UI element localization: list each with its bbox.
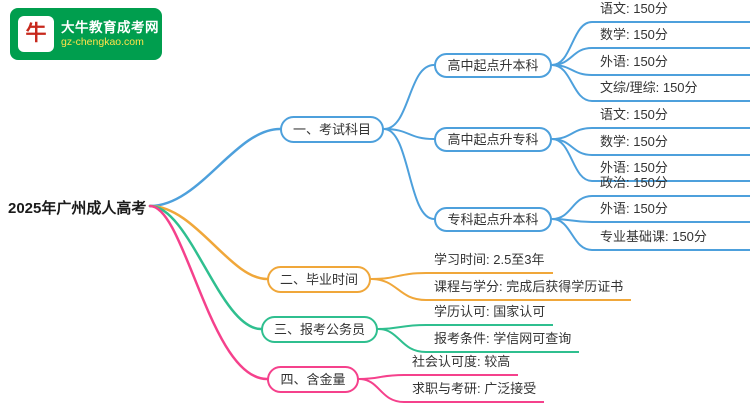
leaf-node: 语文: 150分	[592, 2, 750, 23]
mindmap-root: 2025年广州成人高考	[8, 200, 147, 217]
leaf-node: 外语: 150分	[592, 161, 750, 182]
connector-line	[358, 374, 405, 380]
site-logo-text: 大牛教育成考网 gz-chengkao.com	[61, 20, 159, 49]
leaf-node: 外语: 150分	[592, 202, 750, 223]
branch-node-graduation-time: 二、毕业时间	[267, 266, 371, 293]
leaf-node: 求职与考研: 广泛接受	[404, 382, 545, 403]
leaf-node: 学历认可: 国家认可	[426, 305, 554, 326]
connector-line	[377, 328, 427, 353]
connector-line	[551, 21, 593, 66]
branch-node-value: 四、含金量	[267, 366, 359, 393]
connector-line	[551, 127, 593, 140]
sub-node-college-to-bachelor: 专科起点升本科	[434, 207, 552, 232]
connector-line	[551, 218, 593, 251]
leaf-node: 学习时间: 2.5至3年	[426, 253, 553, 274]
leaf-node: 社会认可度: 较高	[404, 355, 519, 376]
connector-line	[148, 127, 282, 208]
leaf-node: 专业基础课: 150分	[592, 230, 750, 251]
connector-line	[148, 204, 263, 331]
bull-logo-icon: 牛	[18, 16, 54, 52]
branch-node-civil-servant: 三、报考公务员	[261, 316, 378, 343]
connector-line	[377, 324, 427, 330]
leaf-node: 外语: 150分	[592, 55, 750, 76]
site-url: gz-chengkao.com	[61, 35, 144, 48]
connector-line	[370, 272, 427, 280]
site-logo: 牛 大牛教育成考网 gz-chengkao.com	[10, 8, 162, 60]
connector-line	[383, 64, 435, 130]
connector-line	[551, 195, 593, 220]
branch-node-exam-subjects: 一、考试科目	[280, 116, 384, 143]
connector-line	[551, 64, 593, 102]
leaf-node: 语文: 150分	[592, 108, 750, 129]
connector-line	[370, 278, 427, 301]
leaf-node: 政治: 150分	[592, 176, 750, 197]
connector-line	[148, 204, 269, 281]
site-name: 大牛教育成考网	[61, 19, 159, 35]
connector-line	[148, 204, 269, 381]
connector-line	[358, 378, 405, 403]
connector-line	[383, 128, 435, 220]
leaf-node: 报考条件: 学信网可查询	[426, 332, 580, 353]
connector-line	[383, 128, 435, 140]
leaf-node: 课程与学分: 完成后获得学历证书	[426, 280, 632, 301]
connector-line	[551, 138, 593, 182]
leaf-node: 数学: 150分	[592, 135, 750, 156]
leaf-node: 数学: 150分	[592, 28, 750, 49]
sub-node-hs-to-bachelor: 高中起点升本科	[434, 53, 552, 78]
leaf-node: 文综/理综: 150分	[592, 81, 750, 102]
sub-node-hs-to-college: 高中起点升专科	[434, 127, 552, 152]
